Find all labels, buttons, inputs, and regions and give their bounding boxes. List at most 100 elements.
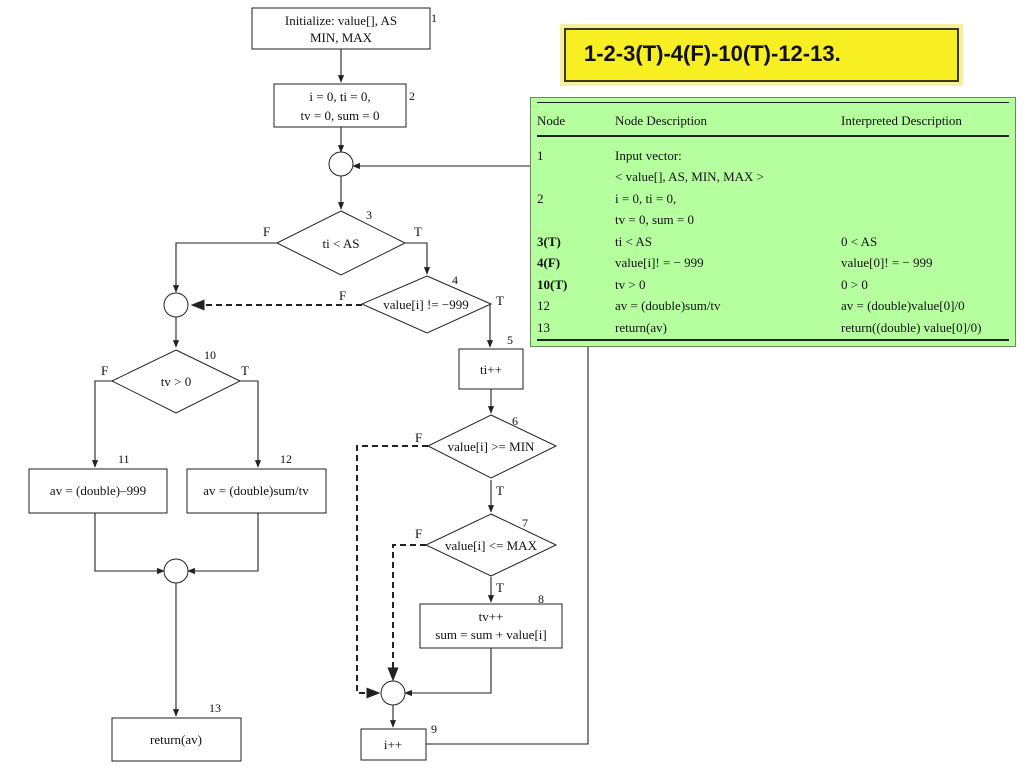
node-12-text: av = (double)sum/tv	[203, 483, 309, 498]
row-description-cell: value[i]! = − 999	[615, 255, 704, 271]
node-1-number: 1	[431, 11, 437, 25]
node-8-line1: tv++	[479, 609, 504, 624]
table-row: < value[], AS, MIN, MAX >	[537, 167, 1009, 189]
row-description-cell: tv = 0, sum = 0	[615, 212, 694, 228]
path-banner: 1-2-3(T)-4(F)-10(T)-12-13.	[560, 24, 963, 86]
header-node-description: Node Description	[615, 113, 708, 128]
header-interpreted-description: Interpreted Description	[841, 113, 962, 128]
edge-9-loop	[352, 162, 589, 745]
node-3-number: 3	[366, 208, 372, 222]
node-1: Initialize: value[], AS MIN, MAX 1	[251, 7, 437, 50]
node-2: i = 0, ti = 0, tv = 0, sum = 0 2	[273, 83, 415, 128]
node-12: av = (double)sum/tv 12	[186, 452, 327, 514]
node-9-number: 9	[431, 722, 437, 736]
header-node: Node	[537, 113, 566, 128]
row-description-cell: ti < AS	[615, 233, 652, 249]
node-9: i++ 9	[360, 722, 437, 761]
node-8: tv++ sum = sum + value[i] 8	[419, 592, 563, 649]
merge-node-inner	[380, 680, 406, 706]
edge-10-true	[240, 380, 262, 468]
edge-11-merge	[94, 513, 165, 575]
node-10-number: 10	[204, 348, 216, 362]
node-3-false-label: F	[263, 224, 270, 239]
node-1-line2: MIN, MAX	[310, 30, 373, 45]
path-text: 1-2-3(T)-4(F)-10(T)-12-13.	[584, 41, 841, 66]
node-10-false-label: F	[101, 363, 108, 378]
node-4-condition: value[i] != −999	[383, 297, 468, 312]
row-interpreted-cell	[841, 210, 1009, 232]
row-interpreted-cell: av = (double)value[0]/0	[841, 298, 965, 314]
node-4-false-label: F	[339, 288, 346, 303]
node-2-line1: i = 0, ti = 0,	[309, 89, 370, 104]
table-header-row: Node Node Description Interpreted Descri…	[537, 102, 1009, 136]
row-node-cell: 4(F)	[537, 255, 561, 271]
row-node-cell: 2	[537, 190, 544, 206]
node-7-condition: value[i] <= MAX	[445, 538, 538, 553]
row-interpreted-cell: 0 > 0	[841, 276, 868, 292]
edge-8-merge	[404, 648, 492, 697]
node-8-number: 8	[538, 592, 544, 606]
solid-edges	[91, 49, 589, 745]
node-9-text: i++	[384, 737, 402, 752]
edge-6-false	[356, 445, 428, 699]
node-5-text: ti++	[480, 362, 502, 377]
row-description-cell: < value[], AS, MIN, MAX >	[615, 169, 764, 185]
path-banner-box: 1-2-3(T)-4(F)-10(T)-12-13.	[564, 28, 959, 82]
node-6-false-label: F	[415, 430, 422, 445]
node-4-number: 4	[452, 273, 458, 287]
row-description-cell: i = 0, ti = 0,	[615, 190, 677, 206]
node-3-condition: ti < AS	[323, 236, 360, 251]
merge-node-loop	[328, 151, 354, 177]
node-7-true-label: T	[496, 580, 504, 595]
table-row: 2 i = 0, ti = 0,	[537, 188, 1009, 210]
row-description-cell: av = (double)sum/tv	[615, 298, 721, 314]
node-13: return(av) 13	[111, 701, 242, 762]
row-interpreted-cell	[841, 188, 1009, 210]
node-3-true-label: T	[414, 224, 422, 239]
table-row: 12 av = (double)sum/tv av = (double)value[…	[537, 296, 1009, 318]
node-11: av = (double)–999 11	[28, 452, 168, 514]
node-10-true-label: T	[241, 363, 249, 378]
node-2-number: 2	[409, 89, 415, 103]
node-5-number: 5	[507, 333, 513, 347]
node-5: ti++ 5	[458, 333, 524, 390]
row-node-cell: 3(T)	[537, 233, 561, 249]
node-1-line1: Initialize: value[], AS	[285, 13, 397, 28]
node-13-text: return(av)	[150, 732, 202, 747]
row-node-cell: 1	[537, 147, 544, 163]
row-node-cell: 13	[537, 319, 550, 335]
description-table: Node Node Description Interpreted Descri…	[537, 102, 1009, 341]
description-panel: Node Node Description Interpreted Descri…	[530, 97, 1016, 347]
node-11-number: 11	[118, 452, 130, 466]
edge-7-false	[387, 544, 426, 682]
node-8-line2: sum = sum + value[i]	[435, 627, 546, 642]
node-3: ti < AS 3 F T	[263, 208, 422, 276]
row-description-cell: return(av)	[615, 319, 667, 335]
table-row: 4(F) value[i]! = − 999 value[0]! = − 999	[537, 253, 1009, 275]
node-4: value[i] != −999 4 F T	[339, 273, 504, 334]
node-2-line2: tv = 0, sum = 0	[301, 108, 380, 123]
node-7-false-label: F	[415, 526, 422, 541]
table-row: tv = 0, sum = 0	[537, 210, 1009, 232]
node-6: value[i] >= MIN 6 F T	[415, 414, 558, 498]
node-6-true-label: T	[496, 483, 504, 498]
node-7: value[i] <= MAX 7 F T	[415, 513, 558, 595]
row-description-cell: tv > 0	[615, 276, 646, 292]
node-4-true-label: T	[496, 293, 504, 308]
row-node-cell	[537, 210, 615, 232]
node-12-number: 12	[280, 452, 292, 466]
row-interpreted-cell: value[0]! = − 999	[841, 255, 933, 271]
row-node-cell	[537, 167, 615, 189]
row-interpreted-cell	[841, 136, 1009, 167]
row-interpreted-cell	[841, 167, 1009, 189]
row-node-cell: 12	[537, 298, 550, 314]
node-10-condition: tv > 0	[161, 374, 191, 389]
node-7-number: 7	[522, 516, 528, 530]
node-6-number: 6	[512, 414, 518, 428]
